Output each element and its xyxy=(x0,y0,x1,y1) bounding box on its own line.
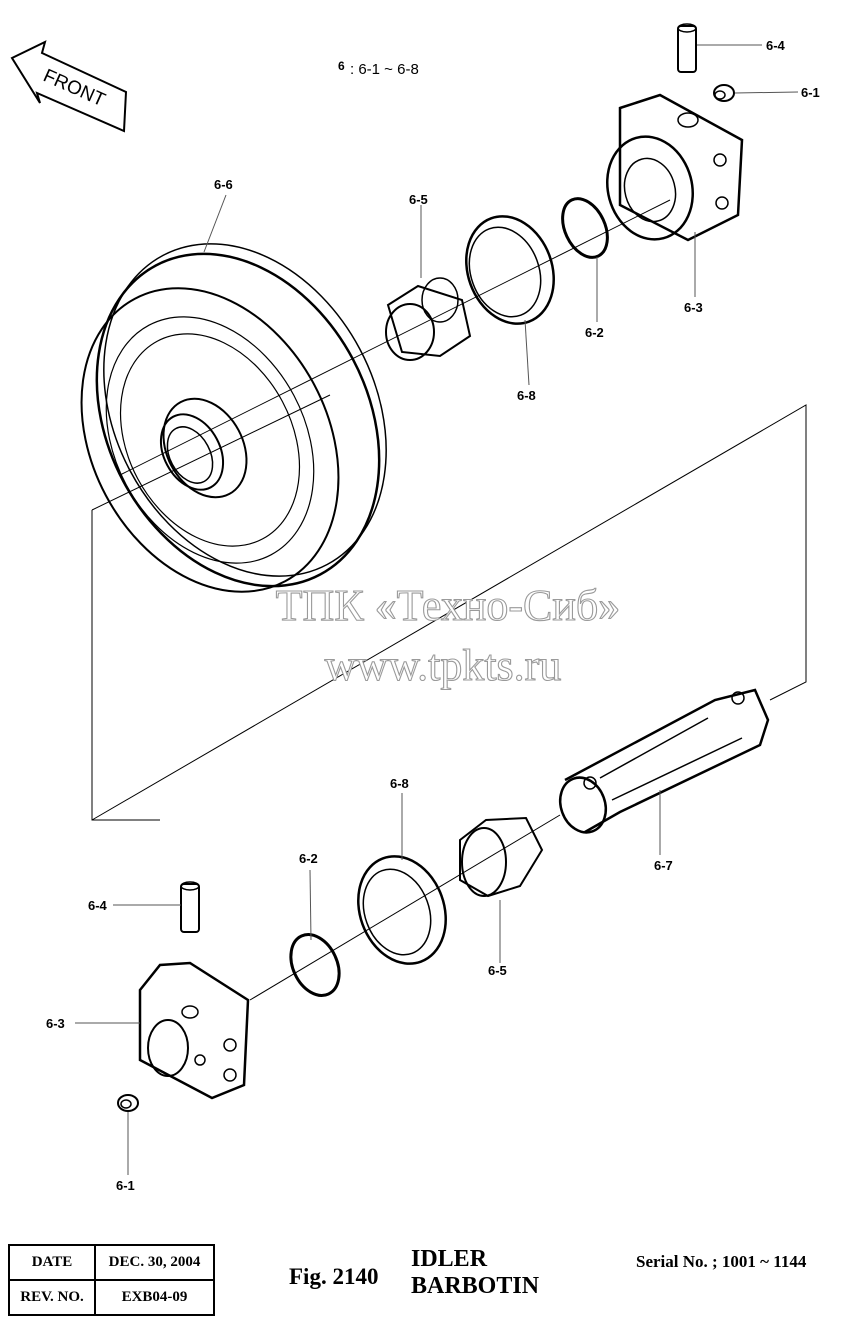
figure-number: Fig. 2140 xyxy=(289,1264,379,1289)
o-ring-lower xyxy=(289,933,341,997)
seal-ring-lower xyxy=(357,855,447,965)
shaft xyxy=(558,688,770,834)
o-ring-upper xyxy=(561,197,609,259)
group-number: 6 xyxy=(338,59,345,73)
callout-6-5-lower: 6-5 xyxy=(488,963,507,978)
rev-label: REV. NO. xyxy=(8,1279,96,1316)
callout-6-1-upper: 6-1 xyxy=(801,85,820,100)
pin-upper xyxy=(677,23,697,73)
group-range: : 6-1 ~ 6-8 xyxy=(350,61,419,78)
lower-axis xyxy=(249,814,561,1001)
callout-6-5-upper: 6-5 xyxy=(409,192,428,207)
callout-6-2-upper: 6-2 xyxy=(585,325,604,340)
title-french: BARBOTIN xyxy=(411,1273,540,1299)
bushing-lower xyxy=(459,816,544,898)
housing-lower xyxy=(138,961,250,1100)
plug-lower xyxy=(117,1094,139,1112)
callout-6-4-upper: 6-4 xyxy=(766,38,786,53)
callout-6-8-lower: 6-8 xyxy=(390,776,409,791)
leader-lines xyxy=(75,44,799,1175)
callout-6-3-upper: 6-3 xyxy=(684,300,703,315)
front-arrow-icon: FRONT xyxy=(10,40,128,133)
bushing-upper xyxy=(385,277,472,361)
date-value: DEC. 30, 2004 xyxy=(94,1244,215,1281)
callout-6-7: 6-7 xyxy=(654,858,673,873)
housing-upper xyxy=(606,93,744,242)
pin-lower xyxy=(180,881,200,933)
callout-6-1-lower: 6-1 xyxy=(116,1178,135,1193)
serial-range: Serial No. ; 1001 ~ 1144 xyxy=(636,1252,807,1271)
callout-6-2-lower: 6-2 xyxy=(299,851,318,866)
watermark-company: ТПК «Техно-Сиб» xyxy=(276,581,621,630)
date-label: DATE xyxy=(8,1244,96,1281)
revision-table: DATE DEC. 30, 2004 REV. NO. EXB04-09 xyxy=(8,1244,215,1316)
title-english: IDLER xyxy=(411,1246,488,1272)
callout-6-4-lower: 6-4 xyxy=(88,898,108,913)
callout-6-3-lower: 6-3 xyxy=(46,1016,65,1031)
rev-value: EXB04-09 xyxy=(94,1279,215,1316)
callout-6-8-upper: 6-8 xyxy=(517,388,536,403)
figure-title: IDLER BARBOTIN xyxy=(411,1246,539,1300)
seal-ring-upper xyxy=(465,215,555,325)
front-label: FRONT xyxy=(40,65,109,111)
assembly-axis xyxy=(119,199,671,476)
idler-wheel xyxy=(80,243,387,593)
title-block: DATE DEC. 30, 2004 REV. NO. EXB04-09 Fig… xyxy=(0,1236,856,1327)
callout-6-6: 6-6 xyxy=(214,177,233,192)
watermark-url: www.tpkts.ru xyxy=(325,641,562,690)
plug-upper xyxy=(713,84,735,102)
